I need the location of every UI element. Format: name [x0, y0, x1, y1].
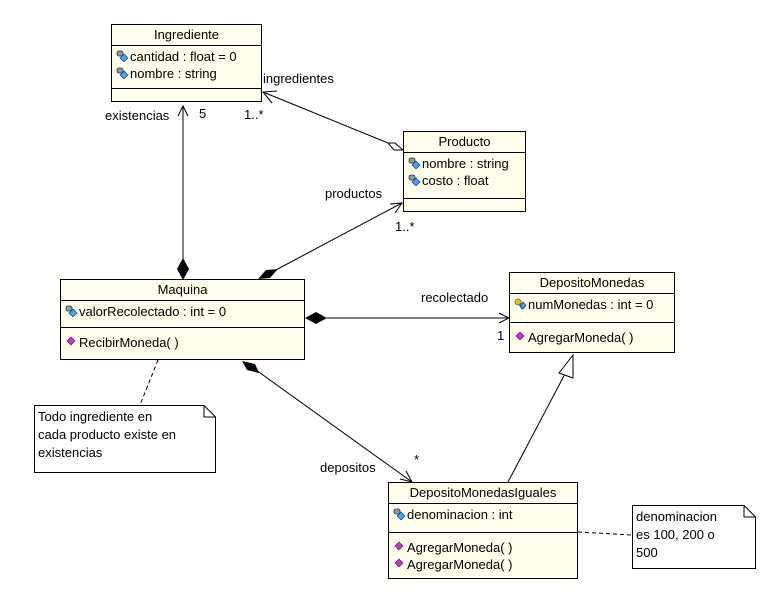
- class-name: Ingrediente: [112, 25, 261, 46]
- public-operation-icon: [514, 330, 527, 342]
- attribute-row: denominacion : int: [393, 506, 573, 523]
- class-name: Producto: [404, 132, 525, 153]
- multiplicity-productos: 1..*: [395, 219, 415, 234]
- aggregation-diamond: [386, 142, 405, 151]
- multiplicity-depositos: *: [414, 452, 420, 467]
- multiplicity-existencias: 5: [199, 106, 207, 121]
- attribute-row: numMonedas : int = 0: [514, 296, 670, 313]
- key-attribute-icon: [514, 297, 527, 310]
- note-shape: [34, 405, 216, 473]
- edge-maquina-productos: [271, 202, 403, 273]
- attribute-row: nombre : string: [116, 65, 257, 82]
- operation-row: AgregarMoneda( ): [393, 556, 573, 573]
- class-deposito-monedas-iguales[interactable]: DepositoMonedasIguales denominacion : in…: [388, 482, 578, 579]
- note-anchor-existencias: [139, 359, 159, 406]
- note-text: Todo ingrediente en cada producto existe…: [38, 409, 177, 460]
- operation-section: RecibirMoneda( ): [61, 328, 304, 354]
- protected-attribute-icon: [408, 156, 421, 170]
- note-existencias[interactable]: Todo ingrediente en cada producto existe…: [34, 405, 216, 473]
- role-depositos: depositos: [320, 460, 376, 475]
- class-name: DepositoMonedasIguales: [389, 483, 577, 504]
- note-text: denominacion es 100, 200 o 500: [636, 509, 717, 560]
- class-maquina[interactable]: Maquina valorRecolectado : int = 0 Recib…: [60, 279, 305, 360]
- multiplicity-recolectado: 1: [497, 328, 505, 343]
- attribute-section: denominacion : int: [389, 504, 577, 533]
- protected-attribute-icon: [393, 507, 406, 521]
- edge-generalization: [507, 371, 567, 483]
- attribute-row: costo : float: [408, 172, 521, 189]
- note-anchor-denominacion: [577, 531, 633, 536]
- attribute-section: cantidad : float = 0 nombre : string: [112, 46, 261, 89]
- edge-producto-ingredientes: [262, 91, 389, 144]
- generalization-triangle: [558, 353, 574, 379]
- protected-attribute-icon: [116, 49, 129, 63]
- protected-attribute-icon: [65, 304, 78, 318]
- attribute-row: valorRecolectado : int = 0: [65, 303, 300, 320]
- operation-row: AgregarMoneda( ): [514, 329, 670, 346]
- composition-diamond-existencias: [177, 258, 189, 280]
- composition-diamond-depositos: [242, 361, 259, 373]
- role-recolectado: recolectado: [421, 290, 489, 305]
- operation-section: [404, 199, 525, 204]
- attribute-section: numMonedas : int = 0: [510, 294, 674, 323]
- attribute-row: nombre : string: [408, 155, 521, 172]
- class-deposito-monedas[interactable]: DepositoMonedas numMonedas : int = 0 Agr…: [509, 272, 675, 353]
- attribute-row: cantidad : float = 0: [116, 48, 257, 65]
- role-productos: productos: [325, 186, 383, 201]
- note-shape: [632, 505, 756, 569]
- operation-row: RecibirMoneda( ): [65, 334, 300, 351]
- class-name: Maquina: [61, 280, 304, 301]
- composition-diamond-productos: [258, 269, 278, 279]
- role-ingredientes: ingredientes: [263, 71, 334, 86]
- public-operation-icon: [65, 335, 78, 347]
- operation-section: AgregarMoneda( ): [510, 323, 674, 349]
- protected-attribute-icon: [116, 66, 129, 80]
- class-name: DepositoMonedas: [510, 273, 674, 294]
- attribute-section: valorRecolectado : int = 0: [61, 301, 304, 328]
- role-existencias: existencias: [105, 108, 170, 123]
- class-ingrediente[interactable]: Ingrediente cantidad : float = 0 nombre …: [111, 24, 262, 102]
- public-operation-icon: [393, 540, 406, 552]
- attribute-section: nombre : string costo : float: [404, 153, 525, 199]
- composition-diamond-recolectado: [305, 312, 327, 324]
- note-denominacion[interactable]: denominacion es 100, 200 o 500: [632, 505, 756, 569]
- operation-row: AgregarMoneda( ): [393, 539, 573, 556]
- class-producto[interactable]: Producto nombre : string costo : float: [403, 131, 526, 212]
- protected-attribute-icon: [408, 173, 421, 187]
- multiplicity-ingredientes: 1..*: [244, 107, 264, 122]
- public-operation-icon: [393, 557, 406, 569]
- operation-section: AgregarMoneda( ) AgregarMoneda( ): [389, 533, 577, 576]
- edge-maquina-depositos: [255, 369, 413, 483]
- operation-section: [112, 89, 261, 94]
